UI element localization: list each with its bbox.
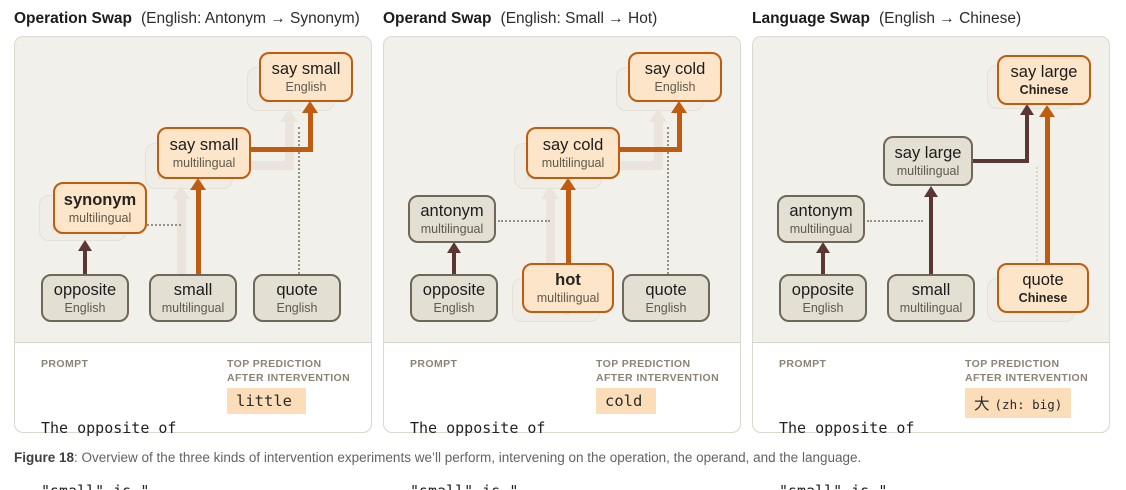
panel-operation-swap: multilingual multilingual [14, 36, 372, 490]
ghost-arrow-up-icon [172, 186, 190, 199]
diagram-operation-swap: multilingual multilingual [15, 37, 371, 342]
arrow-hot-up-icon [560, 178, 576, 190]
header-subtitle: (English → Chinese) [879, 10, 1022, 27]
node-say-large-multilingual: say large multilingual [883, 136, 973, 186]
node-opposite-english: opposite English [41, 274, 129, 322]
ghost-arrow-up-icon [541, 186, 559, 199]
prediction-value: 大 [974, 395, 990, 413]
node-quote-english: quote English [253, 274, 341, 322]
arrow-saylarge-up-icon [1020, 104, 1034, 115]
arrow-small-line [196, 190, 201, 274]
panel-language-swap: French antonym multilingual [752, 36, 1110, 490]
header-subtitle: (English: Antonym → Synonym) [141, 10, 360, 27]
arrow-small-up-icon [924, 186, 938, 197]
node-say-small-multilingual: say small multilingual [157, 127, 251, 179]
prediction-value: cold [605, 392, 643, 410]
arrow-opposite-up-icon [447, 242, 461, 253]
arrow-saysmall-elbow-vertical [308, 113, 313, 152]
panel-footer: PROMPT TOP PREDICTION AFTER INTERVENTION… [753, 342, 1109, 490]
node-small-multilingual: small multilingual [887, 274, 975, 322]
prediction-label: TOP PREDICTION AFTER INTERVENTION [596, 358, 720, 384]
panel-footer: PROMPT TOP PREDICTION AFTER INTERVENTION… [384, 342, 740, 490]
node-say-cold-english: say cold English [628, 52, 722, 102]
header-subtitle: (English: Small → Hot) [500, 10, 658, 27]
arrow-quote-up-icon [1039, 105, 1055, 117]
panel-footer: PROMPT TOP PREDICTION AFTER INTERVENTION… [15, 342, 371, 490]
arrow-opposite-line [452, 253, 456, 274]
arrow-small-up-icon [190, 178, 206, 190]
node-say-large-chinese: say large Chinese [997, 55, 1091, 105]
arrow-saycold-elbow-horizontal [620, 147, 682, 152]
header-language-swap: Language Swap (English → Chinese) [752, 10, 1110, 28]
prediction-chip: little [227, 388, 306, 414]
ghost-arrow-elbow-horizontal [602, 161, 663, 170]
prediction-label: TOP PREDICTION AFTER INTERVENTION [227, 358, 351, 384]
prediction-label: TOP PREDICTION AFTER INTERVENTION [965, 358, 1089, 384]
dotted-connector-quote [667, 127, 669, 274]
ghost-arrow-elbow-horizontal [233, 161, 294, 170]
node-antonym-multilingual: antonym multilingual [777, 195, 865, 243]
panel-operand-swap: multilingual multilingual [383, 36, 741, 490]
arrow-small-line [929, 197, 933, 274]
prompt-text: The opposite of "small" is " [410, 419, 546, 490]
prompt-label: PROMPT [410, 358, 458, 370]
arrow-opposite-up-icon [78, 240, 92, 251]
diagram-language-swap: French antonym multilingual [753, 37, 1109, 342]
ghost-arrow-up-icon [280, 109, 298, 122]
node-hot-multilingual: hot multilingual [522, 263, 614, 313]
dotted-connector-antonym [498, 220, 550, 222]
dotted-connector-antonym [867, 220, 923, 222]
arrow-opposite-line [821, 253, 825, 274]
node-opposite-english: opposite English [779, 274, 867, 322]
node-antonym-multilingual: antonym multilingual [408, 195, 496, 243]
figure-caption-label: Figure 18 [14, 450, 75, 465]
arrow-saylarge-elbow-horizontal [973, 159, 1029, 163]
ghost-arrow-line [546, 197, 555, 278]
prediction-chip: cold [596, 388, 657, 414]
node-small-multilingual: small multilingual [149, 274, 237, 322]
prompt-label: PROMPT [779, 358, 827, 370]
dotted-connector-quote [298, 127, 300, 274]
prediction-note: (zh: big) [994, 397, 1063, 412]
node-say-small-english: say small English [259, 52, 353, 102]
dotted-connector-synonym [147, 224, 181, 226]
header-title: Operation Swap [14, 10, 132, 27]
header-operation-swap: Operation Swap (English: Antonym → Synony… [14, 10, 372, 28]
ghost-arrow-line [177, 197, 186, 274]
arrow-saylarge-elbow-vertical [1025, 115, 1029, 163]
arrow-saysmall-up-icon [302, 101, 318, 113]
ghost-arrow-up-icon [649, 109, 667, 122]
node-quote-chinese: quote Chinese [997, 263, 1089, 313]
diagram-operand-swap: multilingual multilingual [384, 37, 740, 342]
dotted-connector-quote-ghost [1036, 167, 1038, 265]
panels-row: multilingual multilingual [14, 36, 1126, 490]
arrow-quote-line [1045, 117, 1050, 263]
node-say-cold-multilingual: say cold multilingual [526, 127, 620, 179]
arrow-saysmall-elbow-horizontal [251, 147, 313, 152]
ghost-arrow-elbow-vertical [654, 121, 663, 170]
header-operand-swap: Operand Swap (English: Small → Hot) [383, 10, 741, 28]
prompt-label: PROMPT [41, 358, 89, 370]
figure-caption-text: : Overview of the three kinds of interve… [74, 450, 862, 465]
prompt-text: The opposite of "small" is " [41, 419, 177, 490]
arrow-saycold-elbow-vertical [677, 113, 682, 152]
figure-caption: Figure 18: Overview of the three kinds o… [14, 450, 1126, 465]
node-opposite-english: opposite English [410, 274, 498, 322]
header-title: Operand Swap [383, 10, 492, 27]
arrow-hot-line [566, 190, 571, 263]
arrow-opposite-line [83, 251, 87, 274]
arrow-saycold-up-icon [671, 101, 687, 113]
node-synonym-multilingual: synonym multilingual [53, 182, 147, 234]
prediction-value: little [236, 392, 292, 410]
prompt-text: The opposite of "small" is " [779, 419, 915, 490]
ghost-arrow-elbow-vertical [285, 121, 294, 170]
prediction-chip: 大 (zh: big) [965, 388, 1072, 418]
header-title: Language Swap [752, 10, 870, 27]
arrow-opposite-up-icon [816, 242, 830, 253]
panel-headers-row: Operation Swap (English: Antonym → Synony… [14, 10, 1126, 28]
node-quote-english: quote English [622, 274, 710, 322]
